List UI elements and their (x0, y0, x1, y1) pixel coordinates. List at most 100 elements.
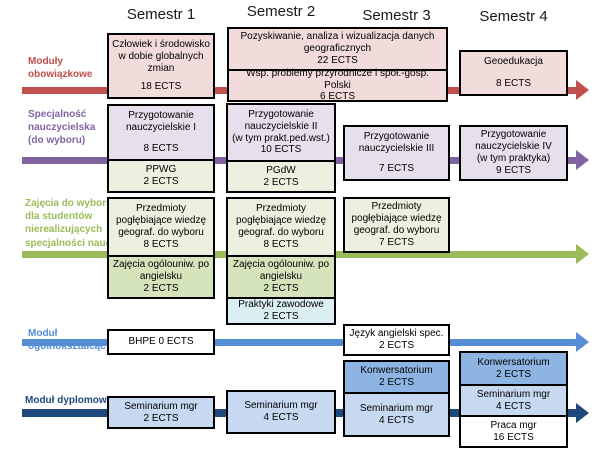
course-box-seminarium-sem3: Seminarium mgr 4 ECTS (345, 392, 448, 435)
course-title: Język angielski spec. (349, 328, 444, 340)
course-box-zajecia-ogolouniw: Zajęcia ogólouniw. po angielsku 2 ECTS (228, 255, 334, 297)
course-stack-teacher-sem1: Przygotowanie nauczycielskie I 8 ECTS PP… (107, 104, 215, 193)
course-title: Praca mgr (490, 419, 537, 431)
course-box-przedmioty-poglebiajace: Przedmioty pogłębiające wiedzę geograf. … (343, 197, 450, 253)
course-ects: 16 ECTS (493, 431, 534, 443)
course-ects: 4 ECTS (495, 400, 531, 412)
course-ects: 10 ECTS (260, 144, 302, 156)
row-label-general: Moduł ogólnokształcący (28, 327, 111, 353)
course-subtitle: (w tym prakt.ped.wst.) (232, 132, 330, 144)
course-title: Seminarium mgr (359, 402, 434, 414)
row-label-elective: Zajęcia do wyboru dla studentów niereali… (25, 197, 119, 250)
course-stack-teacher-sem2: Przygotowanie nauczycielskie II (w tym p… (226, 103, 336, 193)
course-box-seminarium-sem4: Seminarium mgr 4 ECTS (461, 384, 566, 415)
course-ects: 2 ECTS (263, 311, 299, 322)
course-ects: 2 ECTS (495, 368, 531, 380)
course-ects: 2 ECTS (263, 176, 299, 188)
arrow-right-icon (576, 403, 589, 423)
row-label-line: Specjalność (28, 109, 87, 120)
course-ects: 2 ECTS (143, 282, 179, 294)
course-title: Przedmioty pogłębiające wiedzę geograf. … (235, 203, 327, 238)
course-title: Przygotowanie nauczycielskie III (358, 131, 435, 154)
course-box-seminarium-sem1: Seminarium mgr 2 ECTS (107, 396, 215, 429)
course-title: PPWG (145, 164, 177, 176)
course-ects: 2 ECTS (378, 377, 414, 388)
course-box-przygotowanie-4: Przygotowanie nauczycielskie IV (w tym p… (459, 125, 568, 181)
row-label-line: nierealizujących (25, 224, 103, 236)
course-title: Wsp. problemy przyrodnicze i społ.-gosp.… (246, 67, 429, 91)
course-ects: 18 ECTS (140, 81, 182, 93)
row-label-line: Moduły (28, 56, 63, 67)
course-box-seminarium-sem2: Seminarium mgr 4 ECTS (226, 390, 336, 434)
course-box-praktyki-zawodowe: Praktyki zawodowe 2 ECTS (228, 297, 334, 323)
row-label-teacher-specialization: Specjalność nauczycielska (do wyboru) (28, 108, 95, 148)
timeline-arrow-general (22, 339, 578, 346)
course-title: Przygotowanie nauczycielskie I (125, 110, 197, 133)
course-box-przedmioty-poglebiajace: Przedmioty pogłębiające wiedzę geograf. … (109, 199, 213, 255)
row-label-line: (do wyboru) (28, 135, 86, 147)
course-title: Zajęcia ogólouniw. po angielsku (232, 259, 330, 283)
course-title: Geoedukacja (484, 56, 543, 67)
course-box-przygotowanie-2: Przygotowanie nauczycielskie II (w tym p… (228, 105, 334, 160)
course-box-bhpe: BHPE 0 ECTS (107, 329, 215, 355)
course-ects: 4 ECTS (378, 414, 414, 426)
course-title: BHPE 0 ECTS (128, 336, 194, 348)
course-stack-elective-sem1: Przedmioty pogłębiające wiedzę geograf. … (107, 197, 215, 299)
course-ects: 2 ECTS (263, 282, 299, 294)
course-box-praca-mgr: Praca mgr 16 ECTS (461, 415, 566, 446)
column-header-semestr-4: Semestr 4 (479, 8, 548, 25)
column-header-semestr-1: Semestr 1 (126, 6, 196, 23)
course-box-zajecia-ogolouniw: Zajęcia ogólouniw. po angielsku 2 ECTS (109, 255, 213, 297)
row-label-line: specjalności naucz. (25, 237, 119, 249)
course-title: Seminarium mgr (124, 400, 198, 412)
course-title: Konwersatorium (477, 356, 550, 368)
course-ects: 8 ECTS (143, 238, 179, 250)
row-label-diploma: Moduł dyplomowy (25, 394, 112, 407)
course-box-przygotowanie-3: Przygotowanie nauczycielskie III 7 ECTS (343, 125, 450, 181)
course-box-wsp-problemy: Wsp. problemy przyrodnicze i społ.-gosp.… (229, 67, 446, 102)
course-title: Zajęcia ogólouniw. po angielsku (112, 259, 210, 283)
course-title: Przygotowanie nauczycielskie II (244, 108, 318, 132)
course-ects: 4 ECTS (263, 412, 299, 423)
course-ects: 22 ECTS (317, 54, 358, 66)
course-title: Przygotowanie nauczycielskie IV (475, 129, 552, 153)
course-title: Przedmioty pogłębiające wiedzę geograf. … (351, 201, 442, 236)
course-ects: 8 ECTS (143, 143, 179, 155)
course-title: Seminarium mgr (244, 400, 318, 412)
arrow-right-icon (576, 332, 589, 352)
row-label-line: obowiązkowe (28, 69, 93, 81)
course-title: Praktyki zawodowe (238, 299, 324, 311)
course-ects: 2 ECTS (143, 176, 179, 187)
course-box-konwersatorium: Konwersatorium 2 ECTS (461, 353, 566, 384)
course-box-czlowiek-i-srodowisko: Człowiek i środowisko w dobie globalnych… (107, 33, 215, 99)
course-box-przygotowanie-1: Przygotowanie nauczycielskie I 8 ECTS (109, 106, 213, 159)
course-box-konwersatorium: Konwersatorium 2 ECTS (345, 362, 448, 392)
row-label-line: Moduł dyplomowy (25, 395, 113, 406)
course-stack-diploma-sem3: Konwersatorium 2 ECTS Seminarium mgr 4 E… (343, 360, 450, 437)
row-label-line: Moduł (28, 328, 58, 339)
course-stack-elective-sem2: Przedmioty pogłębiające wiedzę geograf. … (226, 197, 336, 325)
course-ects: 8 ECTS (263, 238, 299, 250)
course-ects: 2 ECTS (378, 340, 414, 351)
course-stack-mandatory-sem2-3: Pozyskiwanie, analiza i wizualizacja dan… (227, 27, 448, 102)
row-label-mandatory: Moduły obowiązkowe (28, 55, 92, 81)
course-box-jezyk-angielski: Język angielski spec. 2 ECTS (343, 324, 450, 356)
row-label-line: Zajęcia do wyboru (25, 198, 113, 209)
row-label-line: dla studentów (25, 211, 93, 223)
course-box-ppwg: PPWG 2 ECTS (109, 159, 213, 191)
column-header-semestr-3: Semestr 3 (362, 7, 431, 24)
course-ects: 9 ECTS (495, 164, 531, 176)
course-box-przedmioty-poglebiajace: Przedmioty pogłębiające wiedzę geograf. … (228, 199, 334, 255)
course-title: Pozyskiwanie, analiza i wizualizacja dan… (240, 31, 435, 55)
course-title: PGdW (266, 164, 296, 176)
arrow-right-icon (576, 244, 589, 264)
course-title: Człowiek i środowisko w dobie globalnych… (112, 39, 210, 74)
row-label-line: ogólnokształcący (28, 341, 112, 353)
course-subtitle: (w tym praktyka) (476, 153, 551, 164)
course-ects: 7 ECTS (378, 163, 414, 175)
course-box-pgdw: PGdW 2 ECTS (228, 160, 334, 191)
course-ects: 2 ECTS (143, 412, 179, 424)
arrow-right-icon (576, 80, 589, 100)
course-title: Konwersatorium (360, 365, 433, 377)
